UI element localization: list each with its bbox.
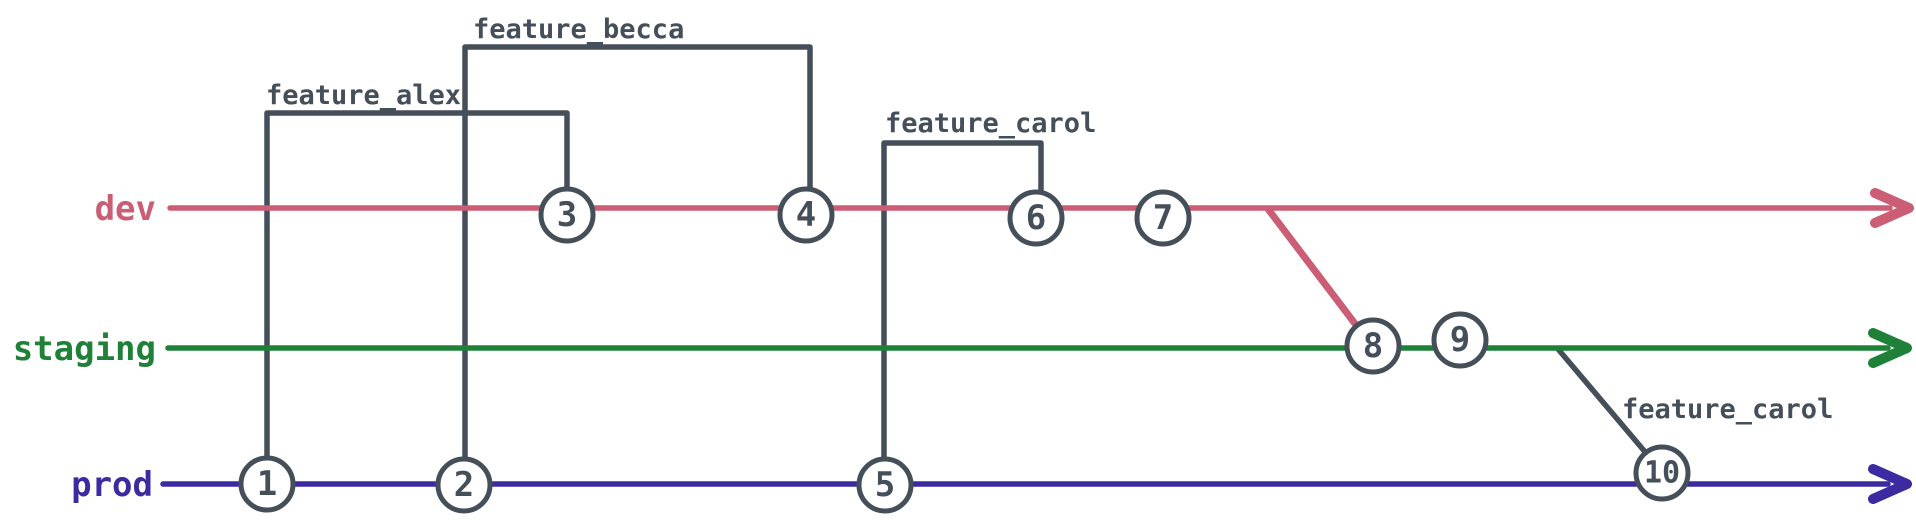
commit-node-1 <box>238 455 296 513</box>
commit-number-2: 2 <box>454 465 474 505</box>
branch-label-prod: prod <box>71 465 153 505</box>
commit-node-4 <box>777 186 835 244</box>
feature-branch-label-feature_carol-2: feature_carol <box>885 108 1096 139</box>
feature-branch-label-feature_alex-0: feature_alex <box>266 80 461 111</box>
commit-node-2 <box>435 456 493 514</box>
feature-branch-path-feature_carol-2 <box>881 140 1044 463</box>
commit-number-9: 9 <box>1450 320 1470 360</box>
merge-edge-dev-to-8 <box>1264 205 1360 329</box>
commit-number-10: 10 <box>1644 456 1680 491</box>
commit-number-7: 7 <box>1153 198 1173 238</box>
feature-branch-label-feature_becca-1: feature_becca <box>473 14 684 45</box>
feature-branch-path-feature_carol-3 <box>1555 346 1649 456</box>
commit-node-8 <box>1344 317 1402 375</box>
commit-number-5: 5 <box>875 465 895 505</box>
feature-branch-path-feature_alex-0 <box>264 110 570 462</box>
branch-label-dev: dev <box>95 189 156 229</box>
arrowhead-icon-prod <box>1868 464 1912 504</box>
arrowhead-icon-dev <box>1870 188 1914 228</box>
commit-number-8: 8 <box>1363 326 1383 366</box>
commit-node-5 <box>856 456 914 514</box>
commit-node-6 <box>1007 189 1065 247</box>
commit-number-1: 1 <box>257 464 277 504</box>
branch-label-staging: staging <box>13 329 156 369</box>
commit-number-4: 4 <box>796 195 816 235</box>
commit-node-10 <box>1633 444 1691 502</box>
commit-node-9 <box>1431 311 1489 369</box>
commit-number-3: 3 <box>557 195 577 235</box>
commit-node-3 <box>538 186 596 244</box>
commit-number-6: 6 <box>1026 198 1046 238</box>
commit-node-7 <box>1134 189 1192 247</box>
feature-branch-path-feature_becca-1 <box>462 44 813 463</box>
feature-branch-label-feature_carol-3: feature_carol <box>1622 394 1833 425</box>
arrowhead-icon-staging <box>1868 328 1912 368</box>
